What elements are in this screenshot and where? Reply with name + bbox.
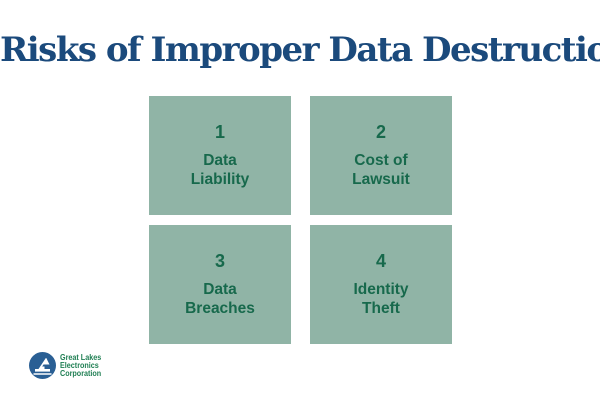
risk-box-2: 2 Cost of Lawsuit: [310, 96, 452, 215]
company-name: Great Lakes Electronics Corporation: [60, 352, 102, 378]
crane-barge-icon: [29, 352, 56, 379]
company-name-line: Corporation: [60, 368, 102, 378]
risk-label: Data Liability: [190, 152, 250, 188]
risks-grid: 1 Data Liability 2 Cost of Lawsuit 3 Dat…: [149, 96, 452, 344]
risk-label: Data Breaches: [185, 281, 255, 317]
risk-box-1: 1 Data Liability: [149, 96, 291, 215]
risk-box-4: 4 Identity Theft: [310, 225, 452, 344]
page-title: Risks of Improper Data Destruction: [0, 30, 600, 70]
risk-number: 2: [375, 122, 386, 142]
risk-number: 1: [214, 122, 225, 142]
company-logo: Great Lakes Electronics Corporation: [29, 352, 106, 379]
risk-box-3: 3 Data Breaches: [149, 225, 291, 344]
risk-label: Cost of Lawsuit: [352, 152, 410, 188]
company-name-line: Great Lakes: [60, 352, 102, 362]
risk-label: Identity Theft: [353, 281, 409, 317]
risk-number: 3: [214, 251, 225, 271]
risk-number: 4: [375, 251, 386, 271]
company-name-line: Electronics: [60, 360, 99, 370]
